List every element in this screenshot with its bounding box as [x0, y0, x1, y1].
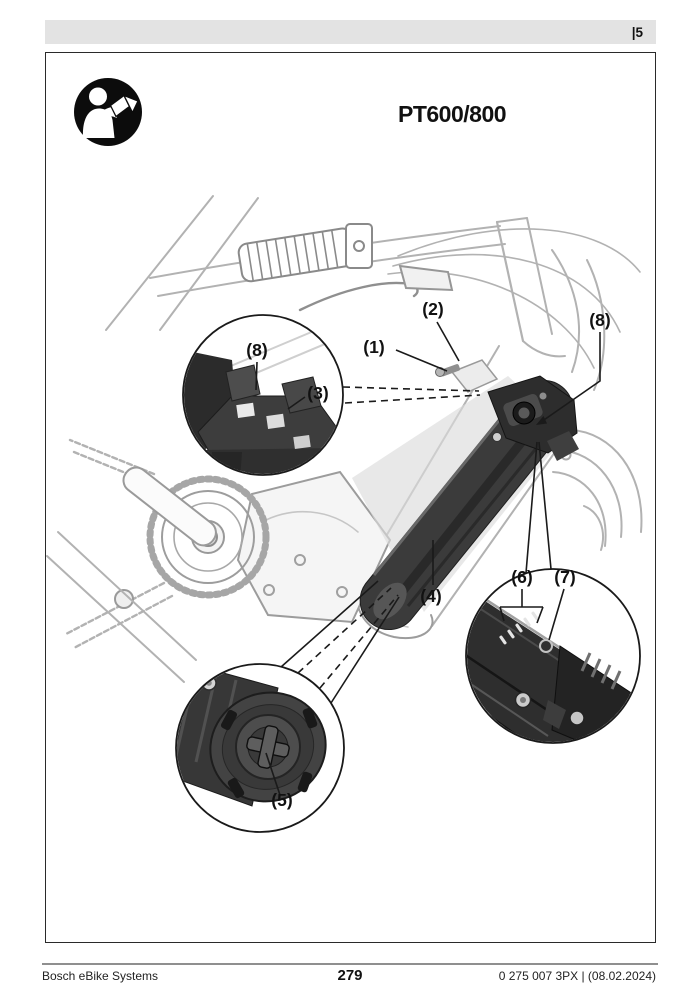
battery-button: [539, 639, 553, 653]
callout-1: (1): [363, 337, 384, 357]
figure-title: PT600/800: [398, 101, 507, 127]
dashed-link-endcap: [297, 587, 392, 674]
footer-doc-code: 0 275 007 3PX | (08.02.2024): [498, 969, 656, 983]
callout-2: (2): [422, 299, 443, 319]
footer-page-number: 279: [337, 967, 363, 984]
endcap-cross-screw: [246, 725, 290, 769]
leader-3: [287, 396, 306, 410]
callout-6: (6): [511, 567, 532, 587]
leader-1: [395, 349, 448, 372]
callout-3: (3): [307, 383, 328, 403]
footer-brand: Bosch eBike Systems: [42, 969, 159, 983]
callout-leader-lines: [280, 321, 601, 704]
leader-7: [548, 588, 565, 641]
leader-8-arrowhead: [536, 416, 547, 425]
leader-5: [265, 752, 281, 796]
magnifier-wedge-led: [525, 441, 538, 574]
page-indicator: |5: [631, 24, 643, 40]
read-manual-icon: [74, 78, 142, 146]
leader-6-bracket: [499, 589, 544, 624]
detail-circle-endcap: [175, 663, 345, 833]
bike-frame-line-art: [46, 195, 643, 683]
charge-level-leds: [499, 611, 539, 645]
detail-circle-mount: [182, 314, 344, 476]
callout-8-right: (8): [589, 310, 610, 330]
callout-8-left: (8): [246, 340, 267, 360]
battery-pack: [352, 359, 579, 630]
handlebar-grip: [237, 223, 373, 283]
header-bar: |5: [45, 20, 656, 44]
footer-rule: [42, 963, 658, 965]
callout-5: (5): [271, 790, 292, 810]
battery-top-mount: [487, 375, 579, 461]
leader-8-left: [255, 361, 258, 391]
dashed-link-mount: [342, 386, 480, 392]
callout-4: (4): [420, 586, 441, 606]
leader-2: [436, 321, 460, 362]
detail-circle-led-panel: [465, 568, 641, 744]
leader-8-right: [540, 332, 601, 423]
frame-bracket-and-screw: [435, 359, 499, 393]
magnifier-wedge-endcap: [280, 580, 379, 668]
callout-7: (7): [554, 567, 575, 587]
